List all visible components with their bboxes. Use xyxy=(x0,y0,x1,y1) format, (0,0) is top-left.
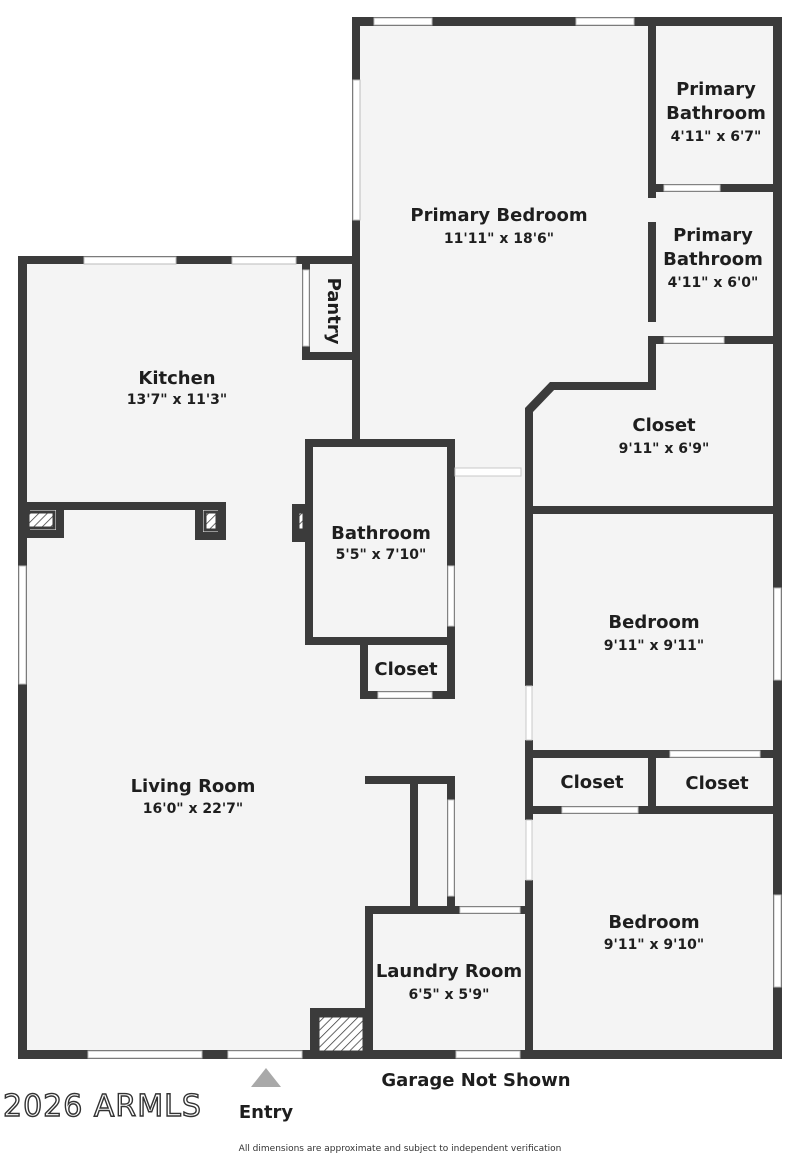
svg-text:Pantry: Pantry xyxy=(323,278,344,345)
room-label-closet-primary: Closet 9'11" x 6'9" xyxy=(619,415,710,457)
svg-text:11'11" x 18'6": 11'11" x 18'6" xyxy=(444,231,554,247)
floor-area xyxy=(22,22,778,1056)
svg-text:9'11" x 9'10": 9'11" x 9'10" xyxy=(604,937,704,953)
svg-text:9'11" x 9'11": 9'11" x 9'11" xyxy=(604,638,704,654)
column-hatch xyxy=(203,510,219,532)
watermark-text: 2026 ARMLS xyxy=(3,1089,202,1124)
room-label-primary-bathroom-1: Primary Bathroom 4'11" x 6'7" xyxy=(666,79,766,145)
svg-text:Closet: Closet xyxy=(374,659,438,680)
disclaimer-text: All dimensions are approximate and subje… xyxy=(239,1144,562,1154)
column-hatch xyxy=(26,510,56,530)
svg-text:Bedroom: Bedroom xyxy=(608,912,699,933)
svg-text:Laundry Room: Laundry Room xyxy=(376,961,522,982)
room-label-closet-right: Closet xyxy=(685,773,749,794)
svg-text:5'5" x 7'10": 5'5" x 7'10" xyxy=(336,547,427,563)
entry-arrow-icon xyxy=(251,1068,281,1087)
room-label-primary-bathroom-2: Primary Bathroom 4'11" x 6'0" xyxy=(663,225,763,291)
room-label-bedroom-1: Bedroom 9'11" x 9'11" xyxy=(604,612,704,654)
room-label-kitchen: Kitchen 13'7" x 11'3" xyxy=(127,368,227,408)
door-openings xyxy=(227,184,761,1059)
svg-text:Closet: Closet xyxy=(685,773,749,794)
room-label-closet-left: Closet xyxy=(560,772,624,793)
svg-text:Bathroom: Bathroom xyxy=(331,523,431,544)
garage-label: Garage Not Shown xyxy=(381,1070,570,1091)
svg-text:Primary Bedroom: Primary Bedroom xyxy=(410,205,587,226)
svg-text:4'11" x 6'7": 4'11" x 6'7" xyxy=(671,129,762,145)
svg-text:Bathroom: Bathroom xyxy=(666,103,766,124)
windows xyxy=(18,17,782,1059)
svg-text:16'0" x 22'7": 16'0" x 22'7" xyxy=(143,801,243,817)
svg-text:Closet: Closet xyxy=(632,415,696,436)
svg-text:Closet: Closet xyxy=(560,772,624,793)
svg-text:Primary: Primary xyxy=(676,79,756,100)
svg-text:Living Room: Living Room xyxy=(131,776,256,797)
svg-text:Bathroom: Bathroom xyxy=(663,249,763,270)
svg-text:Kitchen: Kitchen xyxy=(138,368,215,389)
room-label-bedroom-2: Bedroom 9'11" x 9'10" xyxy=(604,912,704,953)
svg-text:Bedroom: Bedroom xyxy=(608,612,699,633)
room-label-closet-bath: Closet xyxy=(374,659,438,680)
svg-text:Primary: Primary xyxy=(673,225,753,246)
room-label-pantry: Pantry xyxy=(323,278,344,345)
hatched-blocks xyxy=(26,510,366,1054)
room-label-primary-bedroom: Primary Bedroom 11'11" x 18'6" xyxy=(410,205,587,247)
fireplace-hatch xyxy=(316,1014,366,1054)
column-hatch xyxy=(296,510,306,532)
svg-text:4'11" x 6'0": 4'11" x 6'0" xyxy=(668,275,759,291)
svg-text:6'5" x 5'9": 6'5" x 5'9" xyxy=(409,987,490,1003)
svg-text:13'7" x 11'3": 13'7" x 11'3" xyxy=(127,392,227,408)
entry-label: Entry xyxy=(239,1102,294,1123)
room-label-laundry-room: Laundry Room 6'5" x 5'9" xyxy=(376,961,522,1003)
room-label-bathroom: Bathroom 5'5" x 7'10" xyxy=(331,523,431,563)
room-label-living-room: Living Room 16'0" x 22'7" xyxy=(131,776,256,817)
svg-text:9'11" x 6'9": 9'11" x 6'9" xyxy=(619,441,710,457)
